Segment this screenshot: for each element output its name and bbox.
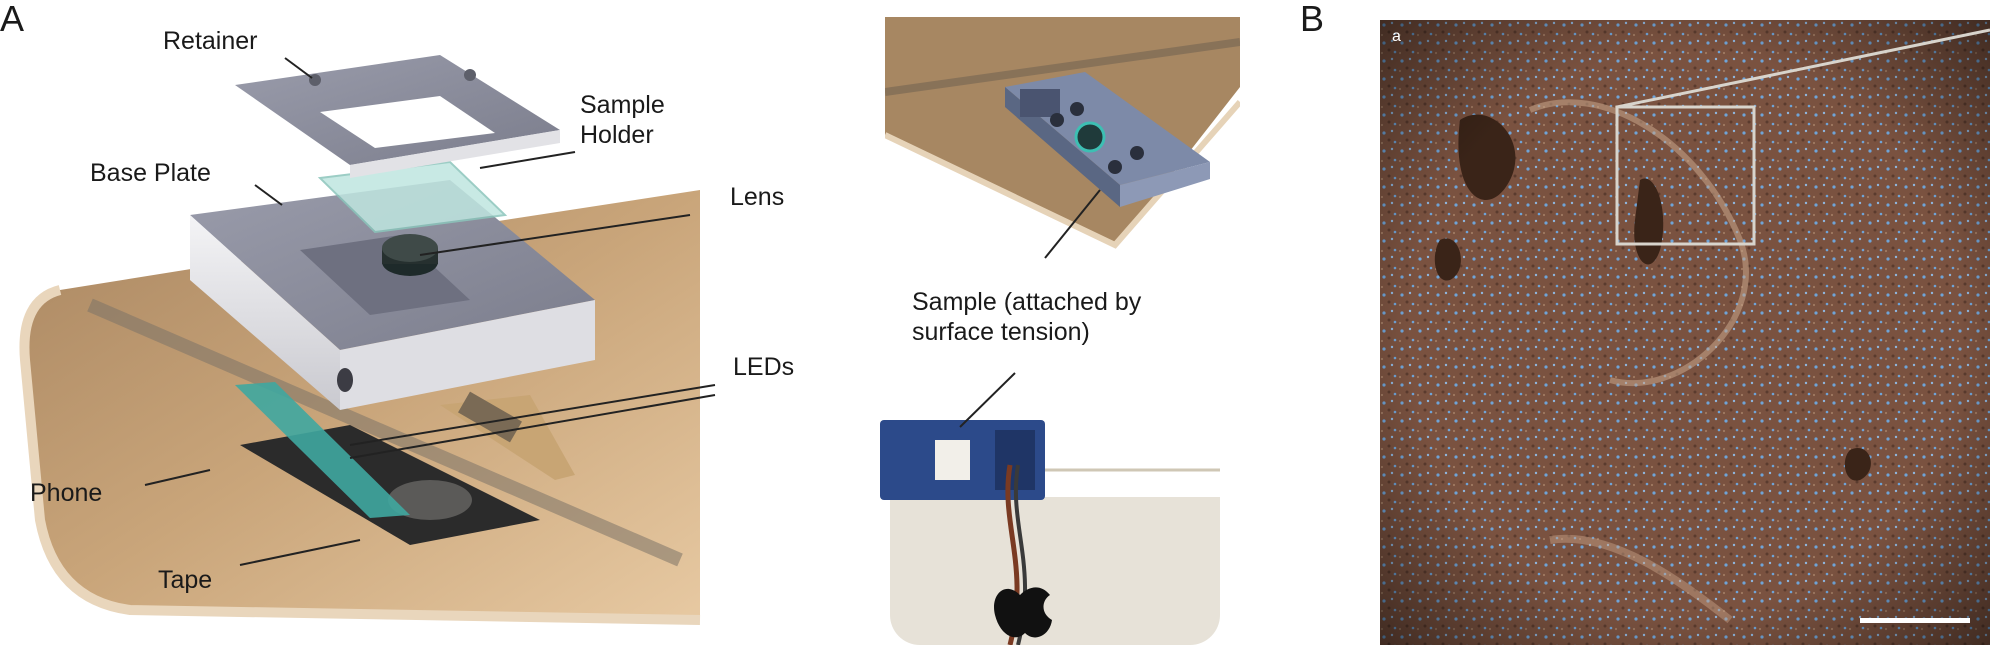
scale-bar: [1860, 618, 1970, 623]
leader-lines-a: [144, 57, 716, 566]
leds: [235, 382, 575, 518]
device-photo-svg: [880, 420, 1235, 645]
device-on-phone-photo: [880, 415, 1240, 645]
base-plate-label: Base Plate: [90, 159, 211, 187]
lens: [382, 234, 438, 276]
camera-hole: [388, 480, 472, 520]
micrograph-image: a: [1380, 20, 1990, 645]
retainer-label: Retainer: [163, 27, 258, 55]
sample-label: Sample (attached by surface tension): [912, 288, 1142, 346]
device-render-photo: [885, 17, 1240, 252]
panel-a-letter: A: [0, 0, 25, 39]
micrograph-corner-mark: a: [1392, 28, 1401, 45]
retainer: [235, 55, 560, 178]
leds-label: LEDs: [733, 353, 795, 381]
panel-b-letter: B: [1300, 0, 1325, 39]
micrograph-svg: [1380, 20, 1990, 645]
tape-label: Tape: [158, 566, 213, 594]
device-render-svg: [885, 17, 1240, 249]
sample-holder-label: Sample Holder: [580, 91, 665, 149]
phone-label: Phone: [30, 479, 103, 507]
lens-label: Lens: [730, 183, 785, 211]
